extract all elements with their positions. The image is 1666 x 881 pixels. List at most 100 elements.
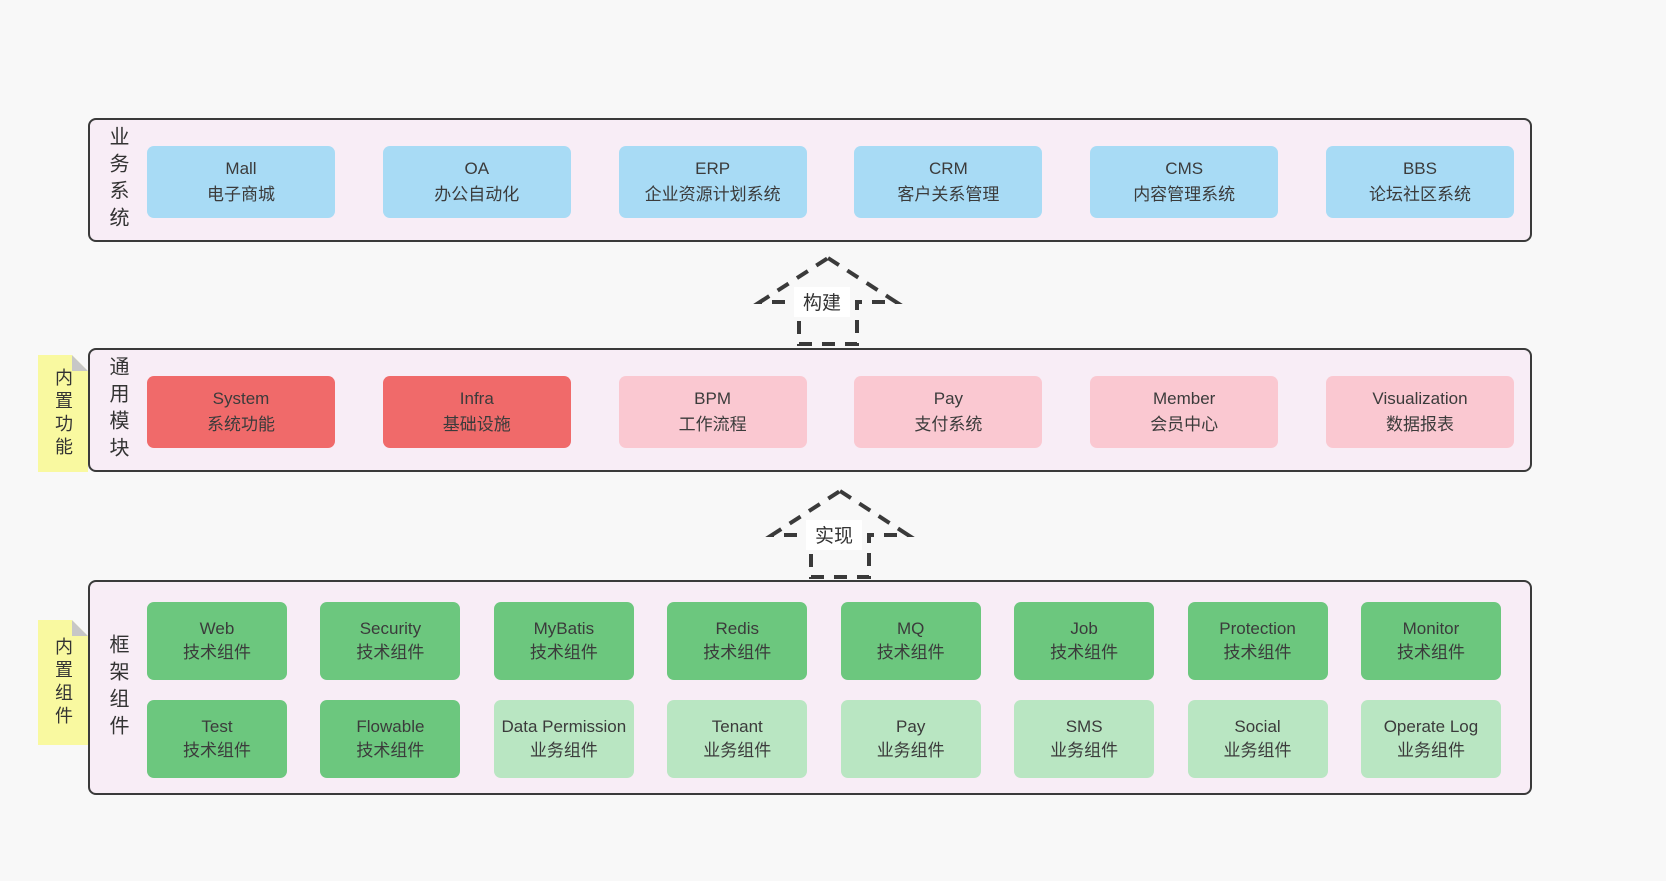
box-operate-log: Operate Log 业务组件	[1360, 700, 1501, 778]
box-subtitle: 技术组件	[1396, 643, 1465, 662]
box-subtitle: 技术组件	[1050, 643, 1119, 662]
box-subtitle: 数据报表	[1385, 415, 1454, 434]
box-subtitle: 系统功能	[207, 415, 275, 434]
box-mybatis: MyBatis 技术组件	[493, 602, 634, 680]
box-title: Visualization	[1372, 389, 1468, 408]
box-subtitle: 技术组件	[529, 643, 598, 662]
box-subtitle: 会员中心	[1150, 415, 1219, 434]
box-title: Operate Log	[1383, 717, 1479, 736]
box-title: Pay	[933, 389, 964, 408]
box-title: Web	[199, 619, 235, 638]
sticky-builtin-features-label: 内置功能	[53, 367, 73, 460]
box-title: Flowable	[356, 717, 425, 736]
box-monitor: Monitor 技术组件	[1360, 602, 1501, 680]
implement-arrow-label: 实现	[815, 525, 853, 547]
box-title: Protection	[1219, 619, 1296, 638]
box-subtitle: 业务组件	[529, 741, 598, 760]
box-subtitle: 技术组件	[183, 643, 251, 662]
box-infra: Infra 基础设施	[382, 376, 571, 448]
band-modules-label: 通用模块	[106, 356, 128, 464]
sticky-builtin-components-label: 内置组件	[53, 636, 73, 729]
box-subtitle: 业务组件	[876, 741, 945, 760]
box-title: Social	[1234, 717, 1281, 736]
box-redis: Redis 技术组件	[667, 602, 808, 680]
box-erp: ERP 企业资源计划系统	[618, 146, 807, 218]
box-subtitle: 基础设施	[442, 415, 511, 434]
box-title: MyBatis	[533, 619, 595, 638]
box-title: Mall	[225, 159, 257, 178]
box-subtitle: 技术组件	[356, 643, 425, 662]
box-title: BBS	[1402, 159, 1437, 178]
box-title: Security	[359, 619, 422, 638]
box-title: Data Permission	[501, 717, 627, 736]
box-subtitle: 业务组件	[1223, 741, 1292, 760]
build-arrow: 构建	[753, 255, 903, 346]
box-subtitle: 业务组件	[1050, 741, 1119, 760]
build-arrow-label: 构建	[803, 292, 841, 314]
arrow-label-background	[806, 520, 862, 550]
sticky-note-builtin-features: 内置功能	[38, 355, 88, 472]
box-title: CMS	[1165, 159, 1204, 178]
box-tenant: Tenant 业务组件	[667, 700, 808, 778]
box-visualization: Visualization 数据报表	[1325, 376, 1514, 448]
box-cms: CMS 内容管理系统	[1090, 146, 1279, 218]
business-systems-row: Mall 电子商城 OA 办公自动化 ERP 企业资源计划系统 CRM 客户关系管理 CMS 内容…	[147, 146, 1514, 218]
box-title: Redis	[715, 619, 759, 638]
box-subtitle: 业务组件	[703, 741, 772, 760]
up-arrow-icon	[765, 488, 915, 579]
box-security: Security 技术组件	[320, 602, 461, 680]
box-subtitle: 内容管理系统	[1133, 185, 1236, 204]
up-arrow-icon	[753, 255, 903, 346]
box-mq: MQ 技术组件	[840, 602, 981, 680]
box-social: Social 业务组件	[1187, 700, 1328, 778]
box-title: CRM	[929, 159, 968, 178]
box-crm: CRM 客户关系管理	[854, 146, 1043, 218]
sticky-note-builtin-components: 内置组件	[38, 620, 88, 745]
box-subtitle: 办公自动化	[434, 185, 520, 204]
box-subtitle: 客户关系管理	[897, 185, 1000, 204]
box-title: SMS	[1065, 717, 1103, 736]
box-title: Monitor	[1402, 619, 1460, 638]
box-title: MQ	[896, 619, 925, 638]
box-mall: Mall 电子商城	[147, 146, 335, 218]
box-subtitle: 技术组件	[1223, 643, 1292, 662]
box-subtitle: 技术组件	[356, 741, 425, 760]
box-subtitle: 支付系统	[914, 415, 983, 434]
box-subtitle: 技术组件	[183, 741, 251, 760]
box-subtitle: 电子商城	[207, 185, 275, 204]
implement-arrow: 实现	[765, 488, 915, 579]
box-title: Test	[201, 717, 233, 736]
box-title: Infra	[459, 389, 494, 408]
box-subtitle: 业务组件	[1396, 741, 1465, 760]
box-oa: OA 办公自动化	[382, 146, 571, 218]
box-protection: Protection 技术组件	[1187, 602, 1328, 680]
box-title: Tenant	[711, 717, 763, 736]
folded-corner-icon	[72, 355, 88, 371]
box-title: Job	[1070, 619, 1098, 638]
box-job: Job 技术组件	[1014, 602, 1155, 680]
band-framework-label: 框架组件	[106, 633, 128, 742]
box-data-permission: Data Permission 业务组件	[493, 700, 634, 778]
box-subtitle: 企业资源计划系统	[644, 185, 781, 204]
box-flowable: Flowable 技术组件	[320, 700, 461, 778]
box-subtitle: 技术组件	[703, 643, 772, 662]
box-title: OA	[464, 159, 490, 178]
box-web: Web 技术组件	[147, 602, 287, 680]
box-sms: SMS 业务组件	[1014, 700, 1155, 778]
box-subtitle: 技术组件	[876, 643, 945, 662]
box-pay: Pay 支付系统	[854, 376, 1043, 448]
box-title: BPM	[694, 389, 732, 408]
arrow-label-background	[794, 287, 850, 317]
box-subtitle: 工作流程	[678, 415, 747, 434]
box-title: ERP	[695, 159, 731, 178]
folded-corner-icon	[72, 620, 88, 636]
